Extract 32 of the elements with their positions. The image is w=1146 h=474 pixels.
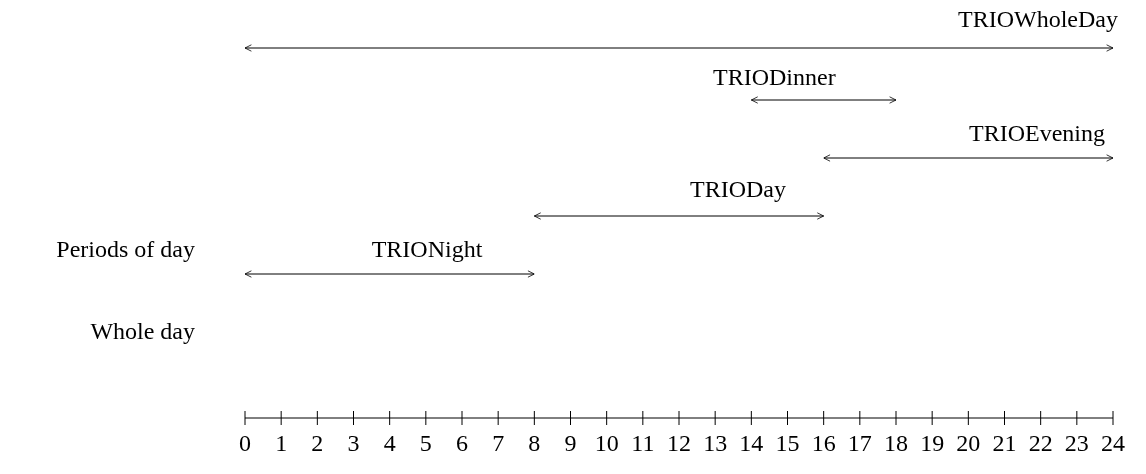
range-label: TRIOWholeDay	[958, 6, 1118, 32]
tick-label: 11	[631, 430, 655, 456]
range-label: TRIODay	[690, 176, 786, 202]
tick-label: 13	[703, 430, 728, 456]
tick-label: 8	[528, 430, 541, 456]
tick-label: 5	[419, 430, 432, 456]
tick-label: 16	[811, 430, 836, 456]
tick-label: 21	[992, 430, 1017, 456]
tick-label: 19	[920, 430, 945, 456]
range-label: TRIODinner	[713, 64, 836, 90]
range-label: TRIOEvening	[969, 120, 1105, 146]
tick-label: 2	[311, 430, 324, 456]
tick-label: 1	[275, 430, 288, 456]
range-label: TRIONight	[371, 236, 483, 262]
row-label: Periods of day	[56, 236, 195, 262]
tick-label: 6	[456, 430, 468, 456]
tick-label: 15	[775, 430, 800, 456]
tick-label: 18	[884, 430, 908, 456]
tick-label: 9	[564, 430, 577, 456]
tick-label: 0	[239, 430, 251, 456]
tick-label: 3	[347, 430, 360, 456]
tick-label: 12	[667, 430, 691, 456]
tick-label: 10	[594, 430, 619, 456]
tick-label: 7	[492, 430, 505, 456]
tick-label: 14	[739, 430, 764, 456]
tick-label: 20	[956, 430, 981, 456]
tick-label: 24	[1101, 430, 1125, 456]
tick-label: 17	[847, 430, 872, 456]
row-label: Whole day	[90, 318, 195, 344]
tick-label: 4	[383, 430, 396, 456]
tick-label: 23	[1064, 430, 1089, 456]
tick-label: 22	[1028, 430, 1053, 456]
